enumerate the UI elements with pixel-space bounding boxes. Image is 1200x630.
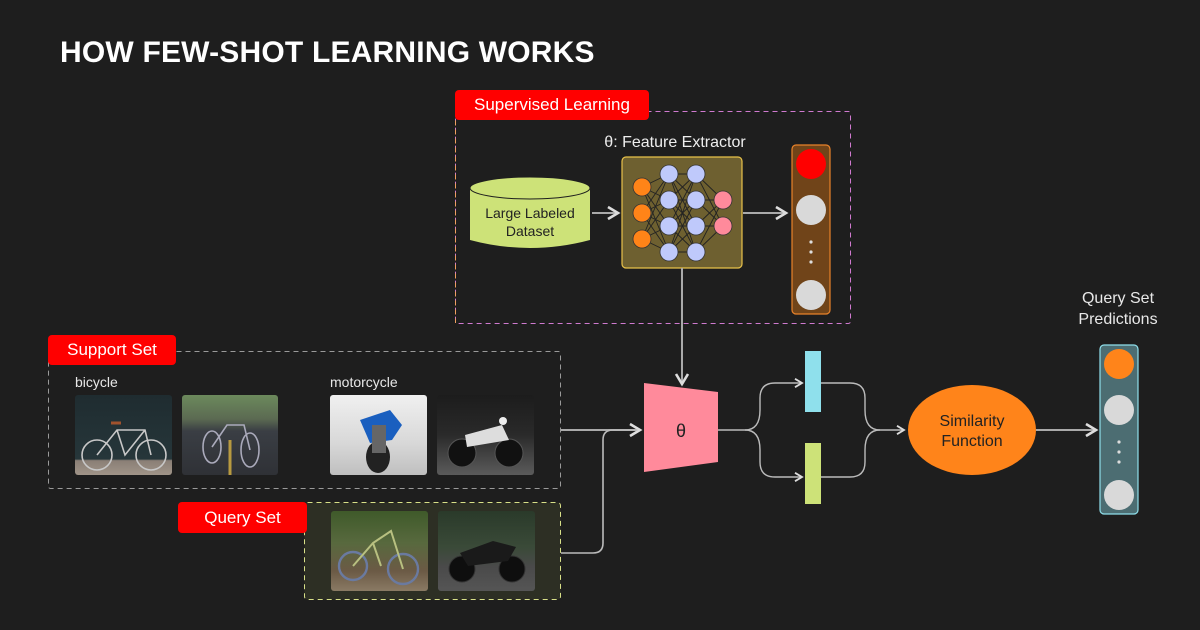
hidden-node bbox=[686, 216, 706, 236]
query-image-2 bbox=[438, 511, 535, 591]
feature-extractor-label: θ: Feature Extractor bbox=[604, 134, 746, 151]
dataset-cylinder-icon bbox=[469, 176, 591, 248]
ellipsis-dot bbox=[809, 260, 813, 264]
input-node bbox=[632, 203, 652, 223]
query-set-tag: Query Set bbox=[178, 502, 307, 533]
prediction-node-active bbox=[1104, 349, 1134, 379]
class-label-bicycle: bicycle bbox=[75, 374, 118, 390]
output-node bbox=[796, 195, 826, 225]
output-node bbox=[713, 216, 733, 236]
motorcycle-icon bbox=[448, 541, 526, 583]
support-set-tag: Support Set bbox=[48, 335, 176, 365]
predictions-title-1: Query Set bbox=[1082, 290, 1155, 307]
support-set-region bbox=[48, 351, 561, 489]
network-nodes bbox=[632, 164, 733, 262]
output-node bbox=[796, 280, 826, 310]
support-embedding bbox=[805, 351, 821, 412]
similarity-function-node bbox=[908, 385, 1036, 475]
class-label-motorcycle: motorcycle bbox=[330, 374, 398, 390]
output-node bbox=[713, 190, 733, 210]
ellipsis-dot bbox=[1117, 440, 1121, 444]
motorcycle-icon bbox=[360, 410, 402, 473]
ellipsis-dot bbox=[809, 250, 813, 254]
merge-from-embedding-bottom bbox=[821, 429, 881, 478]
merge-from-embedding-top bbox=[821, 382, 906, 435]
ellipsis-dot bbox=[1117, 460, 1121, 464]
network-edge bbox=[668, 199, 697, 253]
motorcycle-icon bbox=[447, 417, 524, 468]
hidden-node bbox=[686, 242, 706, 262]
support-image-motorcycle-2 bbox=[437, 395, 534, 475]
mountain-bike-icon bbox=[337, 529, 420, 586]
page-title: HOW FEW-SHOT LEARNING WORKS bbox=[60, 36, 595, 69]
query-embedding bbox=[805, 443, 821, 504]
hidden-node bbox=[659, 242, 679, 262]
similarity-label-1: Similarity bbox=[940, 413, 1005, 430]
dataset-label-1: Large Labeled bbox=[485, 205, 575, 221]
input-node bbox=[632, 177, 652, 197]
ellipsis-dot bbox=[1117, 450, 1121, 454]
support-image-bicycle-2 bbox=[182, 395, 278, 475]
hidden-node bbox=[686, 190, 706, 210]
network-edge bbox=[695, 199, 724, 253]
branch-to-embedding-bottom bbox=[744, 429, 804, 482]
supervised-learning-tag: Supervised Learning bbox=[455, 90, 649, 120]
query-image-1 bbox=[331, 511, 428, 591]
prediction-node bbox=[1104, 395, 1134, 425]
training-output-vector bbox=[791, 144, 831, 315]
input-node bbox=[632, 229, 652, 249]
prediction-node bbox=[1104, 480, 1134, 510]
dataset-label-2: Dataset bbox=[506, 223, 554, 239]
predictions-vector bbox=[1099, 344, 1139, 515]
network-edge bbox=[668, 173, 697, 253]
ellipsis-dot bbox=[809, 240, 813, 244]
bicycle-icon bbox=[202, 424, 260, 475]
supervised-learning-region bbox=[455, 111, 851, 324]
hidden-node bbox=[686, 164, 706, 184]
similarity-label-2: Function bbox=[941, 433, 1002, 450]
output-node-active bbox=[796, 149, 826, 179]
encoder-shape bbox=[644, 383, 718, 472]
encoder-label: θ bbox=[676, 421, 686, 441]
support-image-bicycle-1 bbox=[75, 395, 172, 475]
branch-to-embedding-top bbox=[718, 378, 804, 431]
network-edge bbox=[668, 173, 697, 227]
arrow-query-to-encoder bbox=[561, 424, 643, 554]
bicycle-icon bbox=[81, 421, 167, 471]
network-edge bbox=[641, 173, 670, 240]
hidden-node bbox=[659, 216, 679, 236]
support-image-motorcycle-1 bbox=[330, 395, 427, 475]
hidden-node bbox=[659, 190, 679, 210]
hidden-node bbox=[659, 164, 679, 184]
predictions-title-2: Predictions bbox=[1078, 311, 1157, 328]
